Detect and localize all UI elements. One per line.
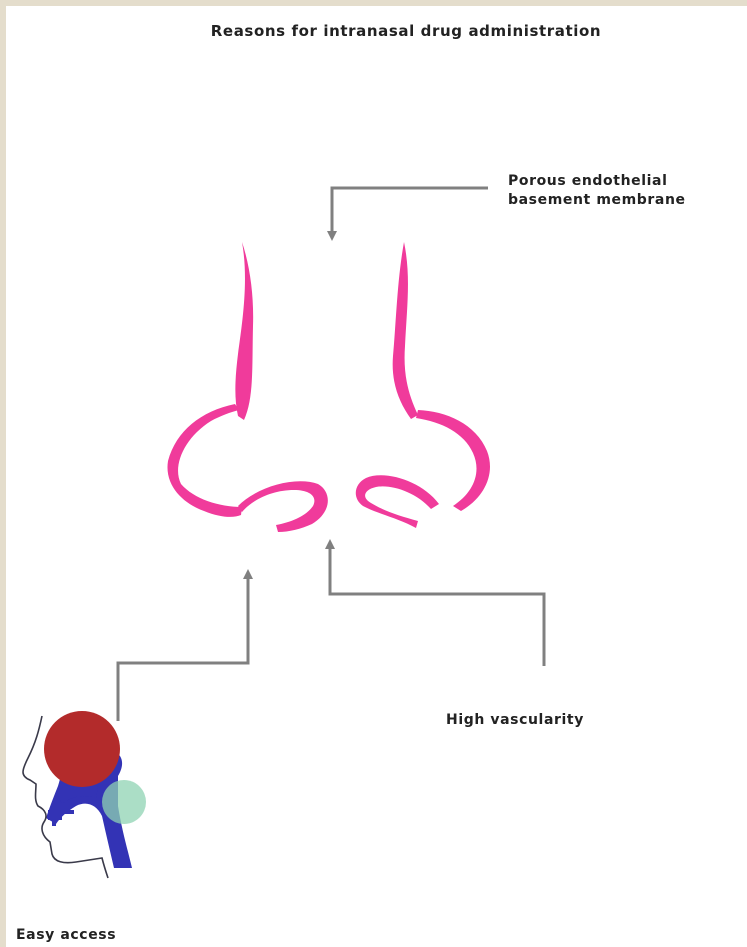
olfactory-highlight-icon bbox=[102, 780, 146, 824]
label-porous-line2: basement membrane bbox=[508, 191, 686, 210]
diagram-svg bbox=[6, 6, 747, 947]
diagram-title: Reasons for intranasal drug administrati… bbox=[6, 22, 747, 41]
label-porous-line1: Porous endothelial bbox=[508, 172, 686, 191]
head-profile-icon bbox=[23, 711, 146, 878]
label-easy-access: Easy access bbox=[16, 926, 116, 945]
label-porous-membrane: Porous endothelial basement membrane bbox=[508, 172, 686, 210]
arrow-easy-access bbox=[118, 574, 248, 721]
arrow-porous bbox=[332, 188, 488, 236]
brain-region-icon bbox=[44, 711, 120, 787]
arrow-high-vascularity bbox=[330, 544, 544, 666]
label-high-vascularity: High vascularity bbox=[446, 711, 584, 730]
diagram-canvas: Reasons for intranasal drug administrati… bbox=[6, 6, 747, 947]
nose-illustration-icon bbox=[167, 242, 490, 532]
